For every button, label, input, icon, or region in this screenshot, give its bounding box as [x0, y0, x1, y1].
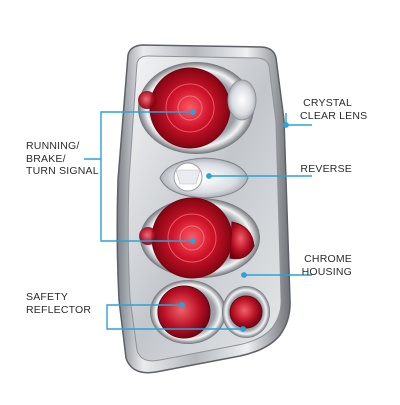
- label-line: CRYSTAL: [303, 97, 352, 109]
- label-line: BRAKE/: [26, 152, 66, 165]
- label-line: TURN SIGNAL: [26, 165, 99, 177]
- top-red-lens: [138, 62, 257, 154]
- safety-reflectors: [150, 280, 270, 344]
- running-brake-turn-label: RUNNING/ BRAKE/ TURN SIGNAL: [26, 140, 99, 178]
- reverse-label: REVERSE: [300, 163, 352, 176]
- label-line: CLEAR LENS: [300, 109, 368, 122]
- callout-lines: [84, 109, 312, 332]
- chrome-housing-label: CHROME HOUSING: [300, 253, 352, 278]
- label-line: RUNNING/: [26, 140, 80, 152]
- reverse-clear-lens: [159, 157, 249, 199]
- label-line: REVERSE: [300, 163, 352, 175]
- safety-reflector-label: SAFETY REFLECTOR: [26, 291, 91, 316]
- label-line: HOUSING: [301, 265, 352, 278]
- bottom-red-lens: [139, 197, 260, 279]
- label-line: CHROME: [304, 253, 352, 265]
- crystal-clear-lens-label: CRYSTAL CLEAR LENS: [300, 97, 368, 122]
- label-line: SAFETY: [26, 291, 69, 303]
- label-line: REFLECTOR: [26, 303, 92, 316]
